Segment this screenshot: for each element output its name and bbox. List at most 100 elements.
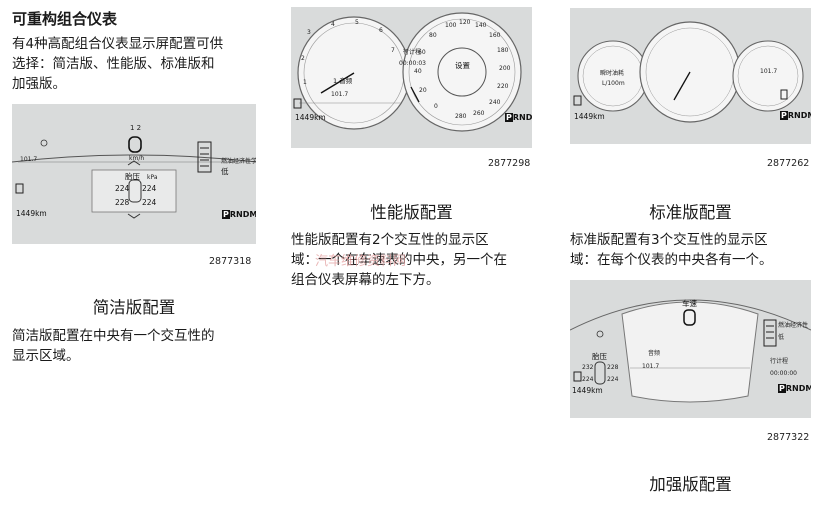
trip-label: 1 音频 [333, 77, 353, 85]
enhanced-cluster-graphic [570, 299, 811, 403]
intro-line: 选择：简洁版、性能版、标准版和 [12, 56, 215, 72]
figure-number-simple: 2877318 [209, 256, 252, 267]
speed-tick: 0 [434, 103, 438, 110]
media-label: 音频 [648, 350, 661, 357]
gear-rest: RNDM [229, 210, 256, 219]
gear-rest: RNDM [785, 384, 811, 393]
instant-fuel-unit: L/100m [602, 80, 625, 87]
text-line: 域：一个在车速表的中央，另一个在 [291, 252, 507, 268]
speed-unit-label: km/h [129, 155, 145, 162]
trip-computer-label: 行计程 [403, 49, 422, 56]
trip-value: 101.7 [20, 156, 38, 163]
text-line: 显示区域。 [12, 348, 80, 364]
fuel-economy-value: 低 [221, 167, 229, 176]
simple-cluster-figure: 1 2 km/h 101.7 胎压 kPa 224 224 228 224 14… [12, 104, 256, 244]
instant-fuel-label: 瞬时油耗 [600, 70, 625, 77]
standard-cluster-graphic [573, 21, 804, 123]
tire-pressure-label: 胎压 [592, 352, 607, 361]
speed-tick: 120 [459, 19, 471, 26]
tire-value-rl: 224 [582, 376, 594, 383]
page-heading: 可重构组合仪表 [12, 10, 118, 28]
speed-tick: 20 [419, 87, 427, 94]
tire-value-rl: 228 [115, 198, 130, 207]
trip-time: 00:00:00 [770, 370, 797, 377]
gear-selector: PRNDM [505, 113, 532, 122]
speed-tick: 40 [414, 68, 422, 75]
settings-label: 设置 [455, 61, 470, 70]
tire-value-fr: 224 [142, 184, 157, 193]
intro-line: 有4种高配组合仪表显示屏配置可供 [12, 36, 224, 52]
speed-tick: 100 [445, 22, 457, 29]
intro-paragraph: 有4种高配组合仪表显示屏配置可供 选择：简洁版、性能版、标准版和 加强版。 [12, 34, 223, 94]
fuel-economy-label: 燃油经济性学 [221, 158, 256, 165]
performance-cluster-graphic [293, 12, 522, 132]
gear-park: P [780, 111, 788, 120]
tach-tick: 1 [303, 79, 307, 86]
section-title-performance: 性能版配置 [370, 203, 453, 222]
section-title-standard: 标准版配置 [649, 203, 732, 222]
speed-tick: 240 [489, 99, 501, 106]
speed-tick: 140 [475, 22, 487, 29]
odometer: 1449km [572, 386, 603, 395]
tire-value-rr: 224 [607, 376, 619, 383]
trip-value: 101.7 [642, 363, 660, 370]
trip-time: 00:00:03 [399, 60, 426, 67]
trip-computer-label: 行计程 [770, 358, 789, 365]
speed-label: 车速 [682, 299, 697, 308]
gear-park: P [222, 210, 230, 219]
gear-selector: PRNDM [222, 210, 256, 219]
gear-rest: RNDM [512, 113, 532, 122]
tach-tick: 7 [391, 47, 395, 54]
enhanced-cluster-figure: 车速 音频 101.7 胎压 232 228 224 224 燃油经济性 低 行… [570, 280, 811, 418]
gear-selector: PRNDM [778, 384, 811, 393]
tach-tick: 2 [301, 55, 305, 62]
intro-line: 加强版。 [12, 76, 66, 92]
figure-number-performance: 2877298 [488, 158, 531, 169]
performance-cluster-figure: 1 音频 行计程 00:00:03 设置 101.7 1449km PRNDM … [291, 7, 532, 148]
simple-cluster-graphic [12, 136, 256, 219]
tire-pressure-label: 胎压 [125, 172, 140, 181]
odometer: 1449km [16, 209, 47, 218]
tach-tick: 5 [355, 19, 359, 26]
speed-tick: 180 [497, 47, 509, 54]
section-text-performance: 性能版配置有2个交互性的显示区 域：一个在车速表的中央，另一个在 组合仪表屏幕的… [291, 230, 507, 290]
text-line: 简洁版配置在中央有一个交互性的 [12, 328, 215, 344]
text-line: 组合仪表屏幕的左下方。 [291, 272, 440, 288]
gear-selector: PRNDM [780, 111, 811, 120]
figure-number-standard: 2877262 [767, 158, 810, 169]
tire-value-fl: 232 [582, 364, 594, 371]
section-text-simple: 简洁版配置在中央有一个交互性的 显示区域。 [12, 326, 215, 366]
tire-value-fl: 224 [115, 184, 130, 193]
trip-value: 101.7 [760, 68, 778, 75]
tire-pressure-unit: kPa [147, 174, 158, 181]
speed-tick: 160 [489, 32, 501, 39]
tach-tick: 4 [331, 21, 335, 28]
speed-tick: 260 [473, 110, 485, 117]
text-line: 标准版配置有3个交互性的显示区 [570, 232, 768, 248]
fuel-economy-value: 低 [778, 334, 785, 341]
text-line: 性能版配置有2个交互性的显示区 [291, 232, 489, 248]
watermark: 汽车维修资料网 [315, 254, 407, 269]
speed-tick: 200 [499, 65, 511, 72]
section-title-simple: 简洁版配置 [92, 298, 176, 317]
gear-park: P [778, 384, 786, 393]
tire-value-rr: 224 [142, 198, 157, 207]
tire-value-fr: 228 [607, 364, 619, 371]
speed-tick: 220 [497, 83, 509, 90]
drive-mode-indicator: 1 2 [130, 124, 142, 132]
speed-tick: 80 [429, 32, 437, 39]
standard-cluster-figure: 瞬时油耗 L/100m 101.7 1449km PRNDM [570, 8, 811, 144]
speed-tick: 280 [455, 113, 467, 120]
gear-park: P [505, 113, 513, 122]
section-title-enhanced: 加强版配置 [649, 475, 732, 494]
tach-tick: 6 [379, 27, 383, 34]
tach-tick: 3 [307, 29, 311, 36]
fuel-economy-label: 燃油经济性 [778, 322, 809, 329]
figure-number-enhanced: 2877322 [767, 432, 810, 443]
section-text-standard: 标准版配置有3个交互性的显示区 域：在每个仪表的中央各有一个。 [570, 230, 773, 270]
odometer: 1449km [295, 113, 326, 122]
gear-rest: RNDM [787, 111, 811, 120]
odometer: 1449km [574, 112, 605, 121]
text-line: 域：在每个仪表的中央各有一个。 [570, 252, 773, 268]
speed-tick: 60 [418, 49, 426, 56]
